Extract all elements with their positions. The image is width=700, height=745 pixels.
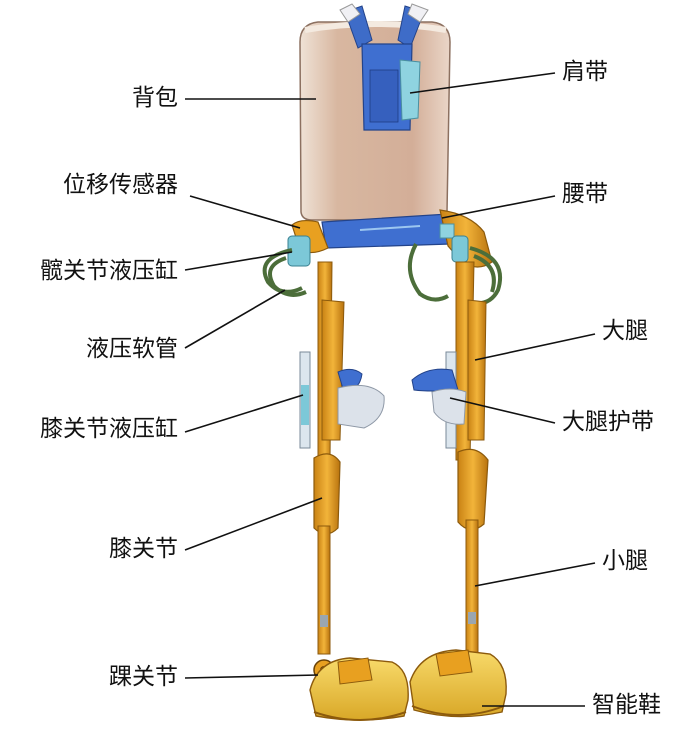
label-knee-joint: 膝关节: [109, 536, 178, 562]
label-displacement-sensor: 位移传感器: [63, 172, 178, 198]
leader-waist-belt: [441, 195, 556, 219]
hydraulic-hose-shape: [262, 243, 503, 306]
label-shank: 小腿: [602, 548, 648, 574]
leader-hydraulic-hose: [184, 289, 286, 349]
label-ankle-joint: 踝关节: [109, 664, 178, 690]
leader-thigh: [474, 333, 596, 361]
label-smart-shoe: 智能鞋: [592, 692, 661, 718]
leader-ankle-joint: [184, 674, 319, 679]
leader-knee-joint: [184, 497, 323, 551]
label-backpack: 背包: [132, 85, 178, 111]
label-thigh: 大腿: [602, 318, 648, 344]
leader-hip-cylinder: [184, 251, 293, 271]
smart-shoe-shape: [309, 649, 507, 721]
leader-shank: [474, 562, 596, 587]
label-hip-cylinder: 髋关节液压缸: [40, 258, 178, 284]
thigh-strap-shape: [337, 368, 467, 429]
leader-thigh-strap: [449, 397, 556, 424]
knee-joint-shape: [313, 448, 489, 535]
shoulder-strap-shape: [339, 3, 429, 131]
leader-displacement-sensor: [189, 195, 301, 229]
leader-shoulder-strap: [409, 72, 556, 94]
leader-knee-cylinder: [184, 394, 304, 433]
thigh-shape: [317, 261, 487, 461]
label-waist-belt: 腰带: [562, 181, 608, 207]
label-hydraulic-hose: 液压软管: [86, 336, 178, 362]
label-knee-cylinder: 膝关节液压缸: [40, 416, 178, 442]
label-shoulder-strap: 肩带: [562, 59, 608, 85]
label-thigh-strap: 大腿护带: [562, 409, 654, 435]
shank-shape: [317, 519, 479, 655]
hip-cylinder-shape: [287, 235, 469, 267]
